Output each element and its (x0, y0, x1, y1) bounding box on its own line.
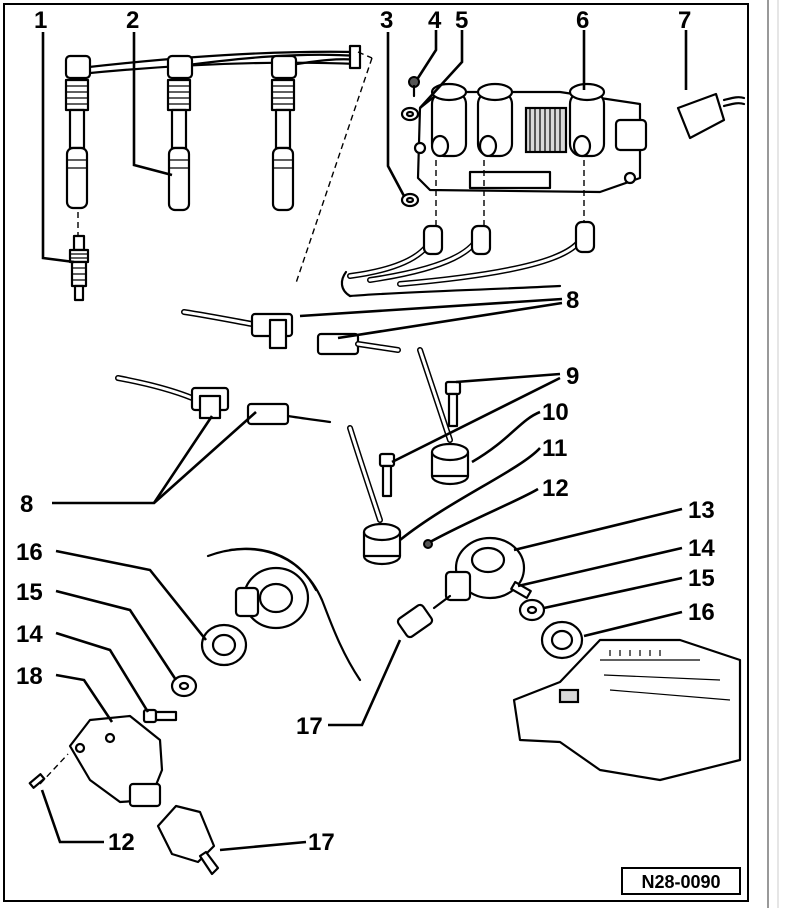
callout-11: 11 (542, 435, 567, 462)
callout-4: 4 (428, 7, 442, 34)
callout-1: 1 (34, 7, 47, 34)
spark-plug-boot-1 (64, 54, 92, 210)
callout-18: 18 (16, 663, 43, 690)
figure-code: N28-0090 (641, 872, 720, 892)
callout-8-upper: 8 (566, 287, 579, 314)
coil-wire-leads (340, 160, 596, 298)
callout-2: 2 (126, 7, 139, 34)
hall-sender-left (68, 714, 164, 808)
knock-sensor-lower (347, 425, 402, 566)
callout-16-left: 16 (16, 539, 43, 566)
callout-10: 10 (542, 399, 569, 426)
spark-plug (68, 212, 90, 302)
connector-pair-lower (115, 375, 332, 426)
hall-sender-bolt-right (510, 580, 532, 600)
knock-sensor-bolt-upper (444, 380, 462, 428)
callout-17-mid: 17 (296, 713, 323, 740)
callout-14-right: 14 (688, 535, 715, 562)
leader-lines (40, 30, 688, 852)
connector-pair-upper (181, 309, 401, 356)
hall-sender-housing-right (423, 536, 526, 602)
coil-nut (400, 192, 420, 208)
knock-sensor-upper (417, 347, 470, 486)
callout-14-left: 14 (16, 621, 43, 648)
coil-connector-plug (676, 92, 746, 140)
hall-connector-right (396, 594, 452, 639)
hall-sender-screw-left (28, 753, 69, 789)
rotor-left (200, 623, 248, 667)
callout-15-right: 15 (688, 565, 715, 592)
washer-right (518, 598, 546, 622)
callout-6: 6 (576, 7, 589, 34)
callout-16-right: 16 (688, 599, 715, 626)
callout-7: 7 (678, 7, 691, 34)
knock-sensor-bolt-lower (378, 452, 396, 498)
camshaft-housing-left (206, 547, 362, 682)
figure-code-box: N28-0090 (621, 867, 741, 895)
ignition-coil-assembly (413, 82, 648, 194)
callout-3: 3 (380, 7, 393, 34)
callout-13: 13 (688, 497, 715, 524)
callout-12-lower: 12 (108, 829, 135, 856)
cylinder-head-outline (512, 638, 742, 782)
washer-left (170, 674, 198, 698)
spark-plug-boot-3 (270, 54, 298, 212)
callout-12-upper: 12 (542, 475, 569, 502)
callout-15-left: 15 (16, 579, 43, 606)
callout-labels: 1 2 3 4 5 6 7 8 8 9 10 11 12 12 13 14 14… (16, 7, 715, 856)
callout-17-lower: 17 (308, 829, 335, 856)
bolt-left (142, 708, 178, 724)
callout-9: 9 (566, 363, 579, 390)
callout-8-lower: 8 (20, 491, 33, 518)
spark-plug-boot-2 (166, 54, 194, 212)
callout-5: 5 (455, 7, 468, 34)
coil-washer (400, 106, 420, 122)
rotor-right (540, 620, 584, 660)
spark-plug-wire-set (64, 44, 373, 284)
coil-screw (408, 76, 420, 98)
hall-connector-left (156, 804, 220, 876)
